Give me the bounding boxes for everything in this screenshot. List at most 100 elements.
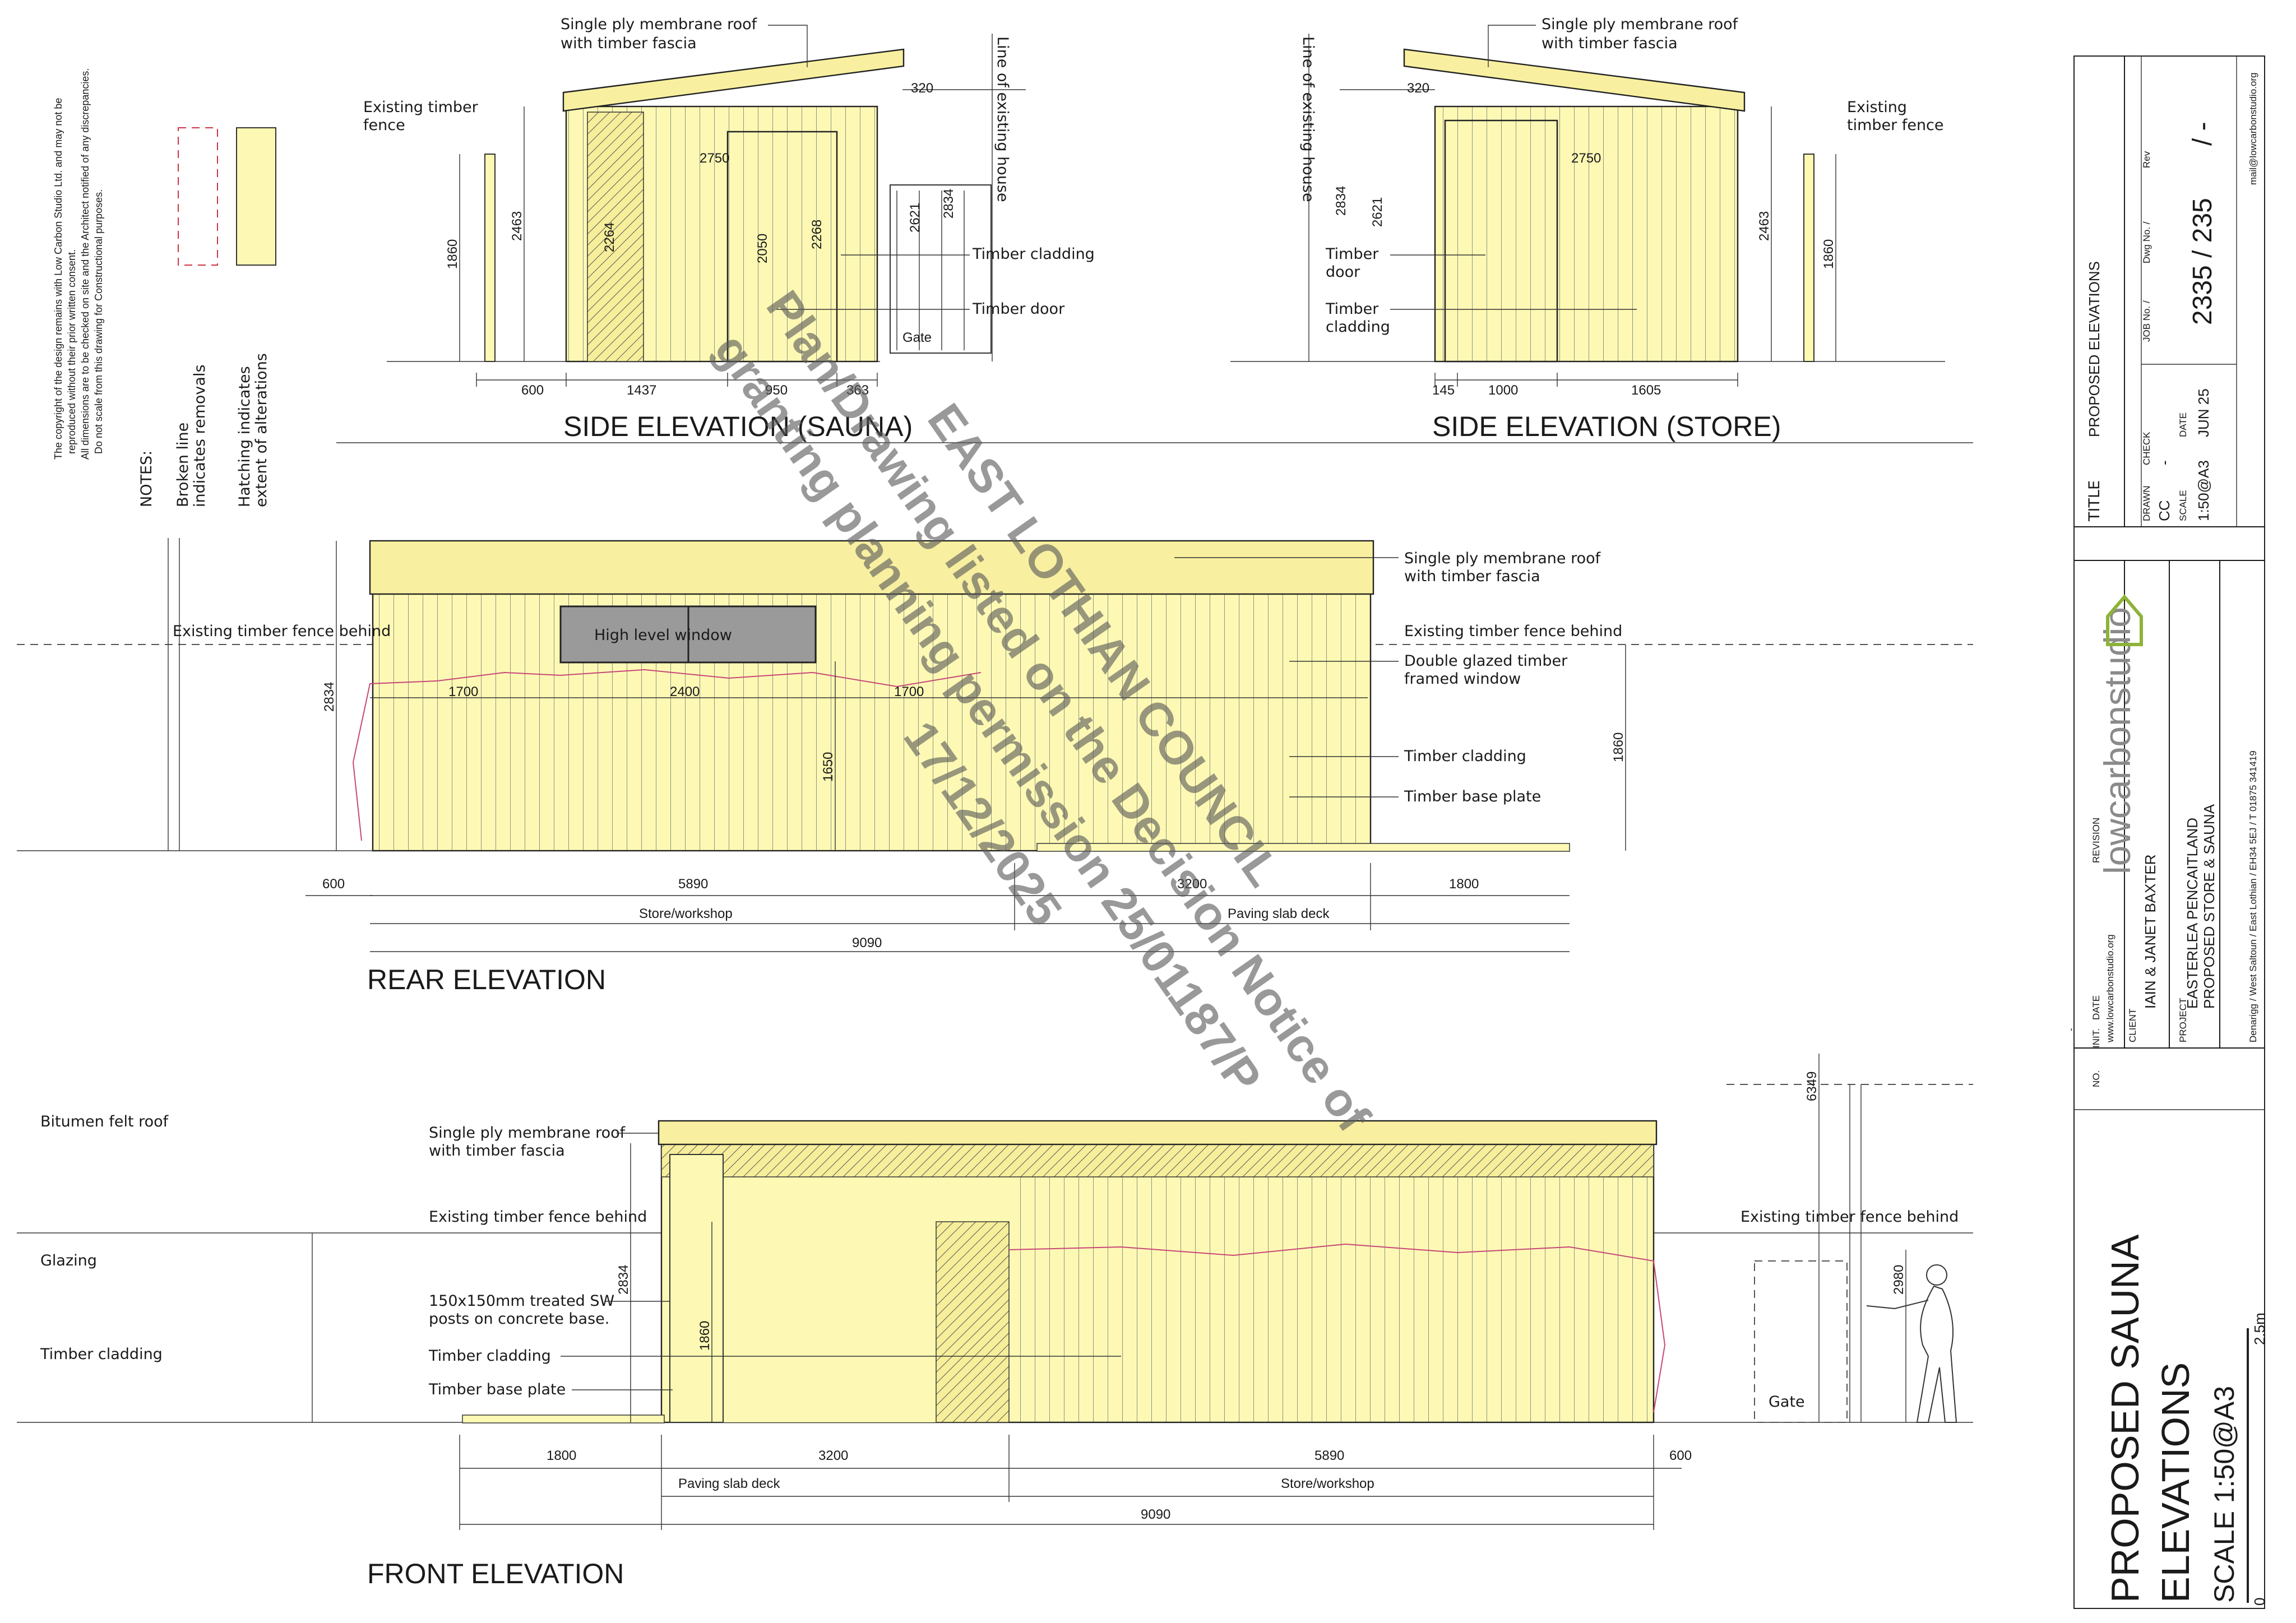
sauna-dim-363: 363 [846, 383, 869, 398]
rear-zone-store: Store/workshop [639, 906, 733, 921]
store-timber-door [1444, 119, 1558, 363]
tb-client-heading: CLIENT [2127, 1009, 2138, 1042]
front-elevation-title: FRONT ELEVATION [367, 1558, 624, 1589]
tb-revision-col-revision: REVISION [2091, 818, 2101, 863]
sauna-dim-2264: 2264 [602, 222, 617, 252]
front-dim-9090: 9090 [1141, 1507, 1170, 1522]
high-level-window-label: High level window [594, 627, 732, 644]
sauna-fence-label-1: Existing timber [363, 99, 479, 116]
sauna-dim-600: 600 [521, 383, 544, 398]
rear-paving-deck [1036, 843, 1570, 852]
rear-fence-right-label: Existing timber fence behind [1404, 623, 1622, 640]
rear-dim-3200: 3200 [1177, 877, 1207, 892]
sauna-dim-320: 320 [911, 81, 933, 96]
copyright-line-1: The copyright of the design remains with… [53, 98, 64, 460]
front-legend-glazing: Glazing [40, 1252, 97, 1269]
sheet-title-1: PROPOSED SAUNA [2103, 1234, 2147, 1603]
front-dim-1800: 1800 [547, 1448, 576, 1463]
rear-cladding-label: Timber cladding [1404, 748, 1526, 765]
front-fence-left-label: Existing timber fence behind [429, 1208, 647, 1226]
front-roof-label-2: with timber fascia [429, 1142, 565, 1160]
front-dim-1860: 1860 [697, 1321, 712, 1351]
sauna-gate-label: Gate [902, 330, 932, 345]
store-cladding-label-2: cladding [1326, 318, 1390, 336]
store-fence-label-2: timber fence [1847, 117, 1944, 134]
tb-project-heading: PROJECT [2178, 998, 2188, 1042]
rear-dim-600: 600 [322, 877, 345, 892]
front-post [669, 1154, 724, 1423]
front-cladding-label: Timber cladding [428, 1347, 551, 1365]
sauna-dim-2750: 2750 [700, 151, 729, 166]
store-existing-fence [1803, 154, 1814, 362]
store-dim-2834: 2834 [1334, 186, 1349, 216]
existing-fence [484, 154, 496, 362]
sauna-dim-2268: 2268 [809, 220, 825, 249]
hatching-swatch [236, 127, 276, 266]
store-dim-1605: 1605 [1631, 383, 1661, 398]
tb-email: mail@lowcarbonstudio.org [2248, 72, 2258, 185]
rear-dim-2834: 2834 [322, 682, 337, 712]
tb-dwg-heading: Dwg No. / [2141, 221, 2152, 263]
rear-dim-5890: 5890 [678, 877, 708, 892]
sauna-dim-1437: 1437 [627, 383, 656, 398]
front-zone-deck: Paving slab deck [678, 1476, 780, 1491]
store-cladding-label-1: Timber [1325, 300, 1379, 318]
title-block: TITLE PROPOSED ELEVATIONS DRAWN CHECK CC… [2066, 55, 2268, 1609]
front-base-label: Timber base plate [428, 1381, 566, 1398]
tb-project-2: PROPOSED STORE & SAUNA [2201, 804, 2218, 1009]
scale-bar-end: 2.5m [2251, 1313, 2268, 1345]
sauna-timber-door [726, 131, 838, 363]
tb-job-number: 2335 / 235 [2188, 198, 2218, 325]
broken-line-note-2: indicates removals [191, 364, 209, 507]
sauna-dim-1860: 1860 [445, 239, 460, 269]
front-hatch-post [936, 1221, 1010, 1423]
front-legend-cladding: Timber cladding [40, 1346, 163, 1363]
notes-heading: NOTES: [138, 451, 155, 507]
hatching-note-2: extent of alterations [253, 353, 270, 507]
tb-title: PROPOSED ELEVATIONS [2086, 261, 2103, 437]
tb-drawn: CC [2156, 500, 2173, 521]
front-paving-deck [462, 1415, 665, 1423]
store-dim-1000: 1000 [1488, 383, 1518, 398]
front-dim-6349: 6349 [1804, 1072, 1820, 1101]
hatching-note-1: Hatching indicates [236, 366, 253, 507]
rear-dim-1700-right: 1700 [894, 684, 924, 699]
tb-client: IAIN & JANET BAXTER [2142, 855, 2159, 1009]
rear-elevation: High level window 600 2834 1700 2400 170… [17, 538, 1973, 995]
store-door-label-1: Timber [1325, 245, 1379, 263]
store-roof [1403, 48, 1746, 112]
rear-window-type-label-2: framed window [1404, 670, 1521, 688]
store-dim-2463: 2463 [1757, 211, 1772, 241]
sauna-dim-2834: 2834 [941, 189, 956, 219]
sauna-dim-2621: 2621 [908, 203, 923, 233]
store-door-label-2: door [1326, 263, 1360, 281]
tb-revision-col-no: NO. [2091, 1070, 2101, 1087]
sauna-door-label: Timber door [972, 300, 1065, 318]
front-legend-roof: Bitumen felt roof [40, 1113, 169, 1130]
rear-cladding-wall [372, 592, 1372, 852]
sauna-hatch-area [587, 112, 644, 362]
tb-address: Denarigg / West Saltoun / East Lothian /… [2248, 750, 2258, 1042]
store-dim-2750: 2750 [1571, 151, 1601, 166]
sauna-roof-label-2: with timber fascia [561, 35, 697, 52]
front-dim-2980: 2980 [1891, 1265, 1906, 1295]
sauna-gate [890, 184, 992, 354]
tb-website: www.lowcarbonstudio.org [2105, 934, 2116, 1043]
rear-dim-1860: 1860 [1611, 732, 1626, 762]
store-roof-label-2: with timber fascia [1542, 35, 1678, 52]
tb-revision: / - [2188, 122, 2218, 146]
broken-line-swatch [178, 127, 218, 266]
sauna-roof [562, 48, 905, 112]
copyright-line-4: Do not scale from this drawing for Const… [93, 189, 104, 454]
front-dim-5890: 5890 [1314, 1448, 1344, 1463]
tb-job-heading: JOB No. / [2141, 300, 2152, 342]
front-dim-2834: 2834 [616, 1265, 631, 1295]
scale-bar-start: 0 [2251, 1598, 2268, 1606]
rear-roof-label-1: Single ply membrane roof [1404, 550, 1601, 567]
sauna-dim-2463: 2463 [510, 211, 525, 241]
house-logo-icon [2106, 594, 2143, 646]
store-dim-145: 145 [1432, 383, 1455, 398]
tb-date: JUN 25 [2195, 388, 2212, 437]
rear-roof-label-2: with timber fascia [1404, 568, 1540, 585]
